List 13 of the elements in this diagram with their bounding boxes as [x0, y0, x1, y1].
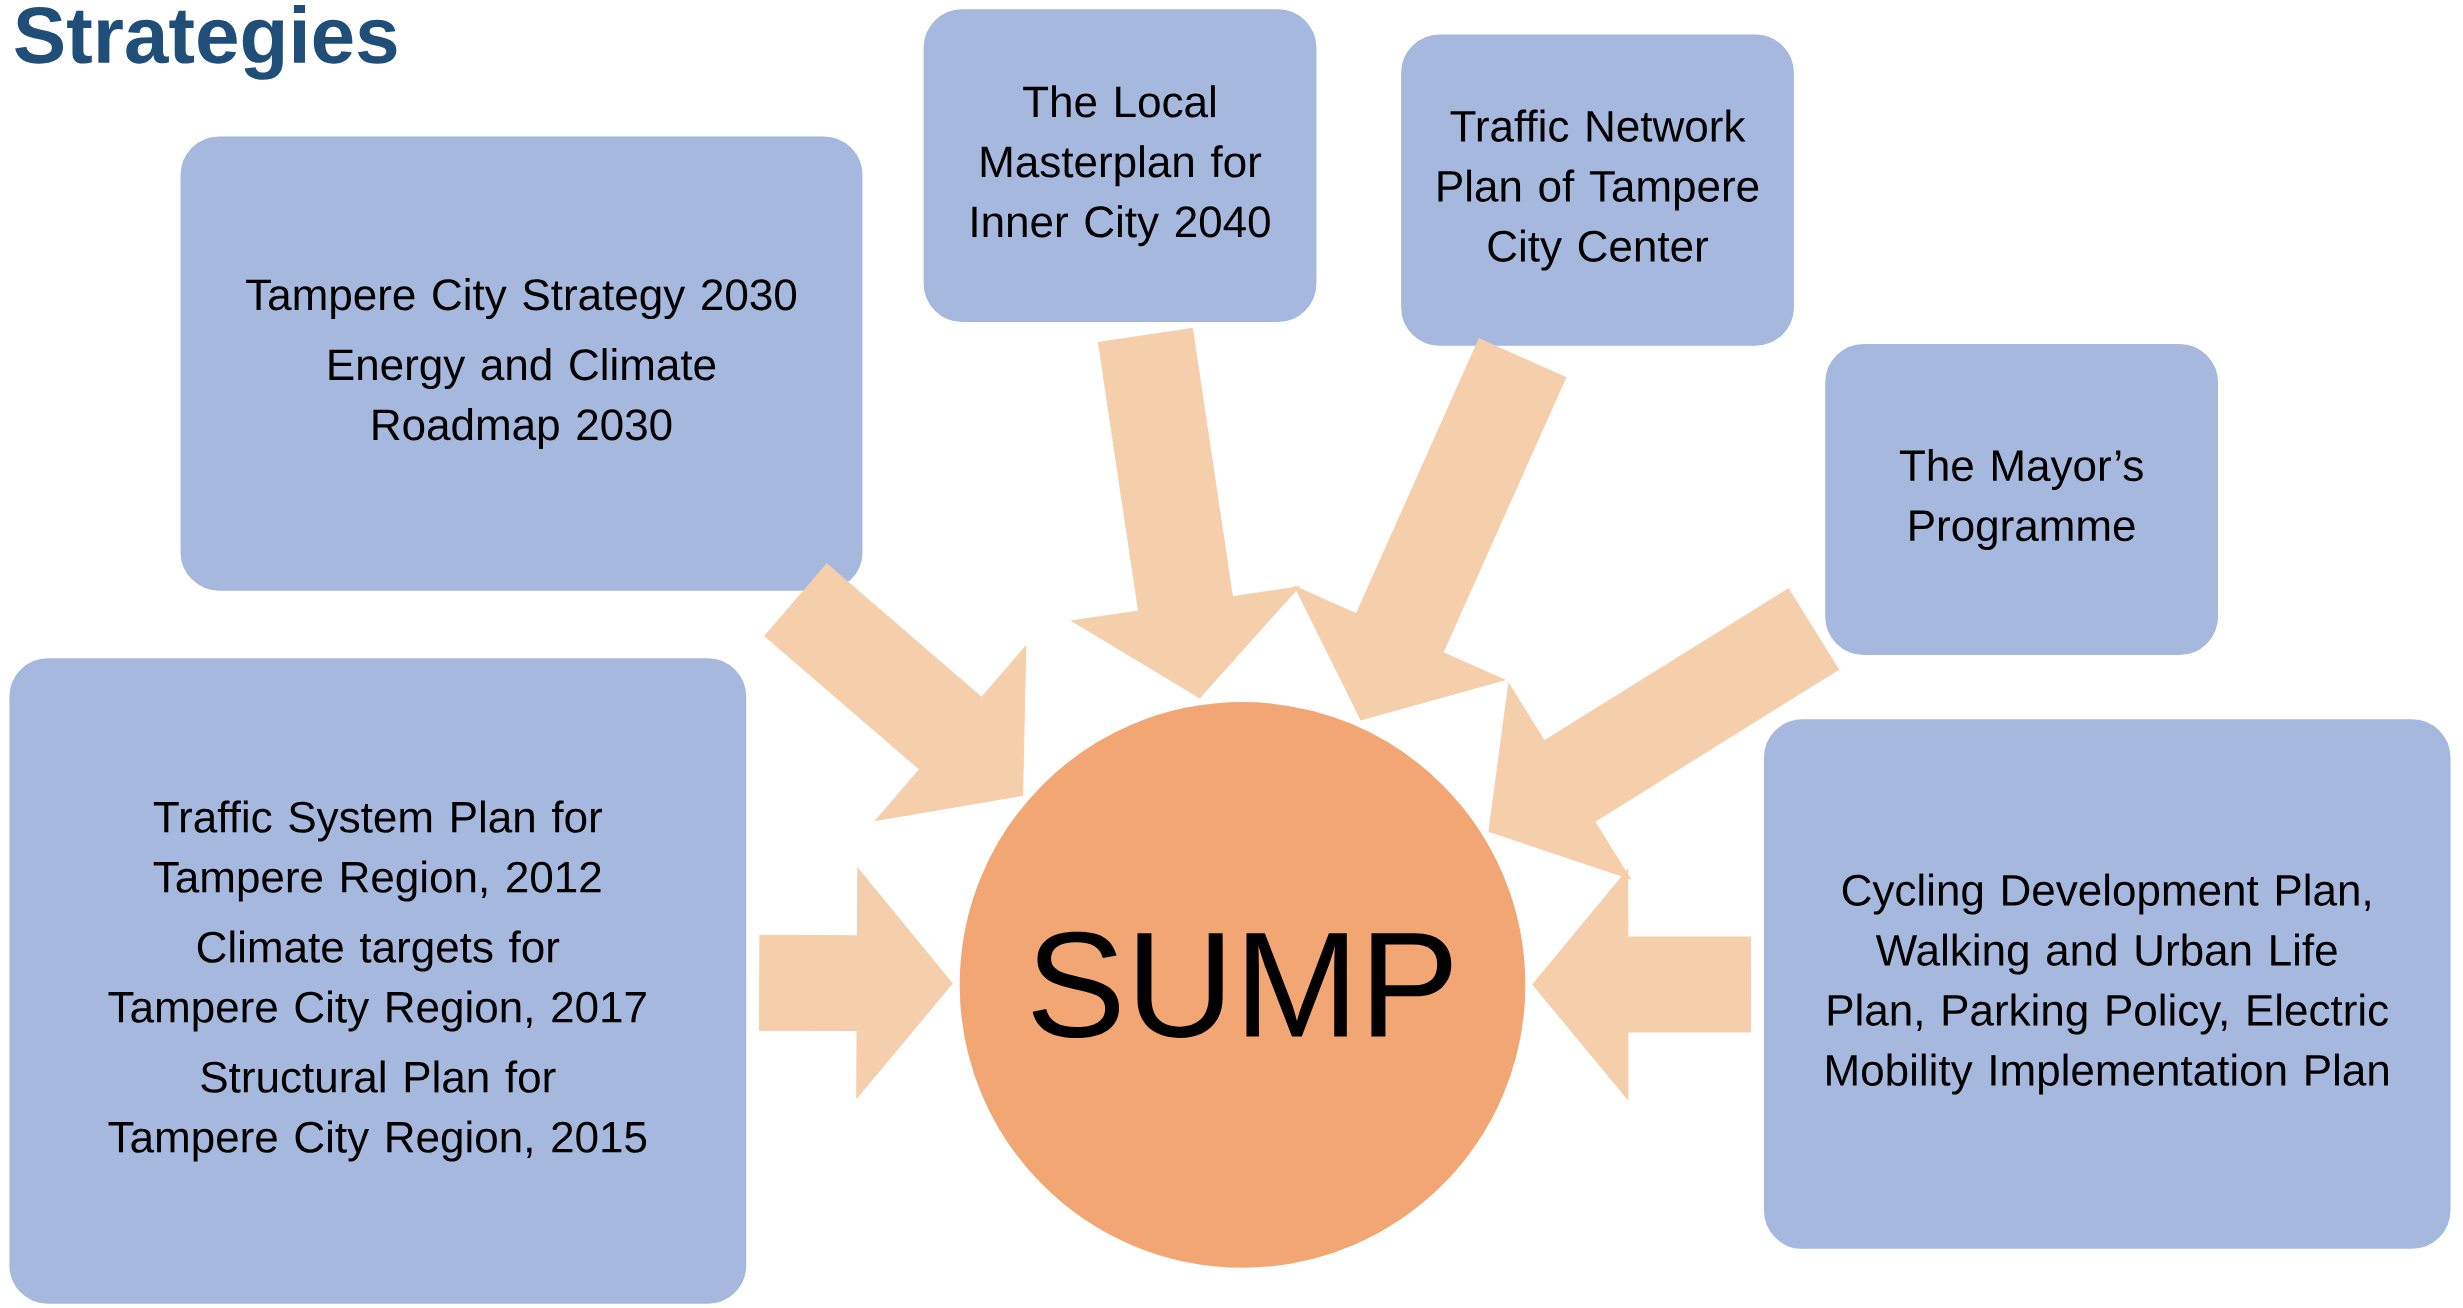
- text-box: Traffic System Plan for Tampere Region, 2012 Climate targets for Tampere City Region, 2017 Structural Plan for Tampere City Region, 2015: [6, 655, 750, 1307]
- block-arrow: [1488, 588, 1840, 880]
- text-box: Traffic Network Plan of Tampere City Center: [1398, 31, 1797, 349]
- text-box: Cycling Development Plan, Walking and Urban Life Plan, Parking Policy, Electric Mobility Implementation Plan: [1760, 716, 2454, 1252]
- block-arrow: [764, 563, 1027, 821]
- text-box: The Local Masterplan for Inner City 2040: [920, 6, 1320, 326]
- text-box: Tampere City Strategy 2030 Energy and Climate Roadmap 2030: [177, 133, 866, 594]
- text-box: The Mayor’s Programme: [1822, 340, 2221, 659]
- title: Strategies: [15, 4, 397, 80]
- block-arrow: [759, 867, 953, 1099]
- block-arrow: [1294, 338, 1567, 721]
- block-arrow: [1532, 869, 1751, 1100]
- block-arrow: [1071, 327, 1300, 699]
